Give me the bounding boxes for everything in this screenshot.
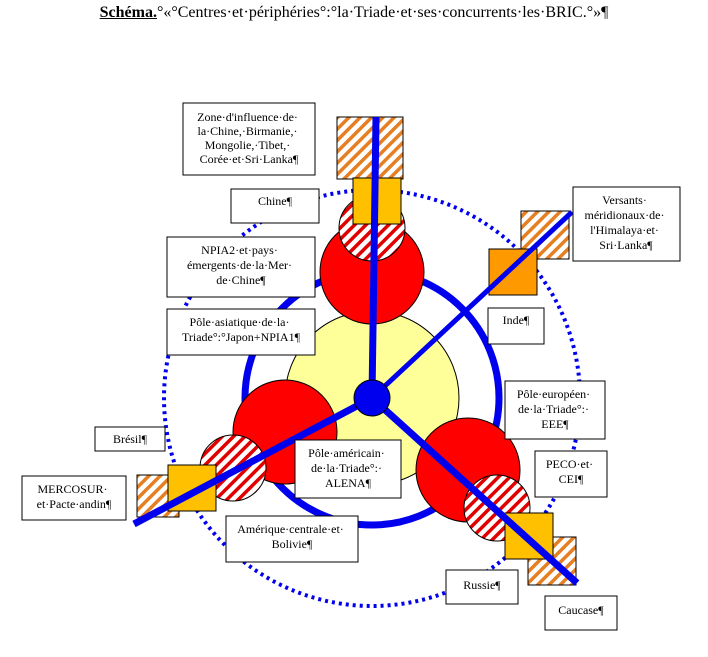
pole-europeen-line-1: Pôle·européen· — [517, 387, 590, 401]
pole-asiatique-line-2: Triade°:°Japon+NPIA1¶ — [182, 330, 301, 344]
caucase-line-1: Caucase¶ — [558, 603, 604, 617]
title-bold: Schéma. — [99, 4, 157, 21]
peco-line-2: CEI¶ — [559, 472, 584, 486]
label-peco: PECO·et· CEI¶ — [534, 450, 608, 498]
svg-text:Pôle·européen· de·la·T: Pôle·européen· de·la·Triade°:· EEE¶ — [517, 387, 593, 431]
label-pole-europeen: Pôle·européen· de·la·Triade°:· EEE¶ — [504, 380, 606, 440]
svg-text:MERCOSUR· et·Pacte·and: MERCOSUR· et·Pacte·andin¶ — [37, 482, 112, 511]
amerique-centrale-line-2: Bolivie¶ — [272, 537, 313, 551]
centre-hub — [353, 379, 391, 417]
versants-line-1: Versants· — [602, 193, 647, 207]
chine-zone-line-1: Zone·d'influence·de· — [197, 110, 298, 124]
npia2-line-3: de·Chine¶ — [216, 273, 266, 287]
npia2-line-1: NPIA2·et·pays· — [201, 243, 278, 257]
chine-line-1: Chine¶ — [258, 194, 293, 208]
label-npia2: NPIA2·et·pays· émergents·de·la·Mer· de·C… — [166, 236, 316, 298]
versants-line-4: Sri·Lanka¶ — [599, 238, 653, 252]
label-chine: Chine¶ — [230, 188, 320, 224]
svg-text:Caucase¶: Caucase¶ — [558, 603, 604, 617]
label-pole-americain: Pôle·américain· de·la·Triade°:· ALENA¶ — [294, 439, 402, 499]
inde-square — [488, 248, 538, 296]
label-russie: Russie¶ — [445, 569, 519, 605]
axis-inde — [370, 210, 574, 400]
title-text: °«°Centres·et·périphéries°:°la·Triade·et… — [156, 4, 609, 21]
inde-line-1: Inde¶ — [503, 313, 530, 327]
svg-text:Amérique·centrale·et·: Amérique·centrale·et· Bolivie¶ — [237, 522, 347, 551]
label-mercosur: MERCOSUR· et·Pacte·andin¶ — [21, 475, 127, 521]
svg-text:Versants· méridionaux·: Versants· méridionaux·de· l'Himalaya·et·… — [585, 193, 668, 252]
pole-europeen-line-3: EEE¶ — [541, 417, 569, 431]
svg-text:Zone·d'influence·de· l: Zone·d'influence·de· la·Chine,·Birmanie,… — [197, 110, 301, 166]
svg-text:Brésil¶: Brésil¶ — [113, 432, 148, 446]
chine-zone-line-4: Corée·et·Sri·Lanka¶ — [200, 152, 299, 166]
axis-chine — [368, 116, 380, 399]
label-versants: Versants· méridionaux·de· l'Himalaya·et·… — [572, 186, 681, 262]
svg-text:Chine¶: Chine¶ — [258, 194, 293, 208]
mercosur-line-1: MERCOSUR· — [37, 482, 107, 496]
label-bresil: Brésil¶ — [94, 426, 166, 452]
chine-zone-square — [336, 116, 404, 180]
svg-text:Inde¶: Inde¶ — [503, 313, 530, 327]
label-chine-zone: Zone·d'influence·de· la·Chine,·Birmanie,… — [182, 102, 316, 176]
svg-text:NPIA2·et·pays· émergen: NPIA2·et·pays· émergents·de·la·Mer· de·C… — [187, 243, 295, 287]
chine-zone-line-3: Mongolie,·Tibet,· — [205, 138, 291, 152]
bresil-line-1: Brésil¶ — [113, 432, 148, 446]
npia2-line-2: émergents·de·la·Mer· — [187, 258, 292, 272]
axis-bresil — [132, 394, 374, 528]
amerique-centrale-line-1: Amérique·centrale·et· — [237, 522, 344, 536]
svg-text:Pôle·américain· de·la·: Pôle·américain· de·la·Triade°:· ALENA¶ — [308, 446, 388, 490]
svg-text:Russie¶: Russie¶ — [463, 578, 501, 592]
axis-russie — [369, 395, 580, 586]
label-inde: Inde¶ — [487, 307, 545, 345]
svg-text:Pôle·asiatique·de·la·: Pôle·asiatique·de·la· Triade°:°Japon+NPI… — [182, 315, 301, 344]
diagram-title: Schéma.°«°Centres·et·périphéries°:°la·Tr… — [0, 4, 708, 22]
pole-americain-line-2: de·la·Triade°:· — [311, 461, 382, 475]
pole-europeen-line-2: de·la·Triade°:· — [518, 402, 589, 416]
versants-line-2: méridionaux·de· — [585, 208, 665, 222]
label-pole-asiatique: Pôle·asiatique·de·la· Triade°:°Japon+NPI… — [166, 308, 316, 356]
peco-line-1: PECO·et· — [546, 457, 593, 471]
chine-zone-line-2: la·Chine,·Birmanie,· — [198, 124, 298, 138]
mercosur-line-2: et·Pacte·andin¶ — [37, 497, 112, 511]
svg-text:PECO·et· CEI¶: PECO·et· CEI¶ — [546, 457, 596, 486]
versants-line-3: l'Himalaya·et· — [590, 223, 659, 237]
russie-line-1: Russie¶ — [463, 578, 501, 592]
pole-americain-line-1: Pôle·américain· — [308, 446, 385, 460]
label-caucase: Caucase¶ — [544, 595, 618, 631]
label-amerique-centrale: Amérique·centrale·et· Bolivie¶ — [225, 515, 359, 563]
pole-asiatique-line-1: Pôle·asiatique·de·la· — [190, 315, 290, 329]
pole-americain-line-3: ALENA¶ — [325, 476, 372, 490]
